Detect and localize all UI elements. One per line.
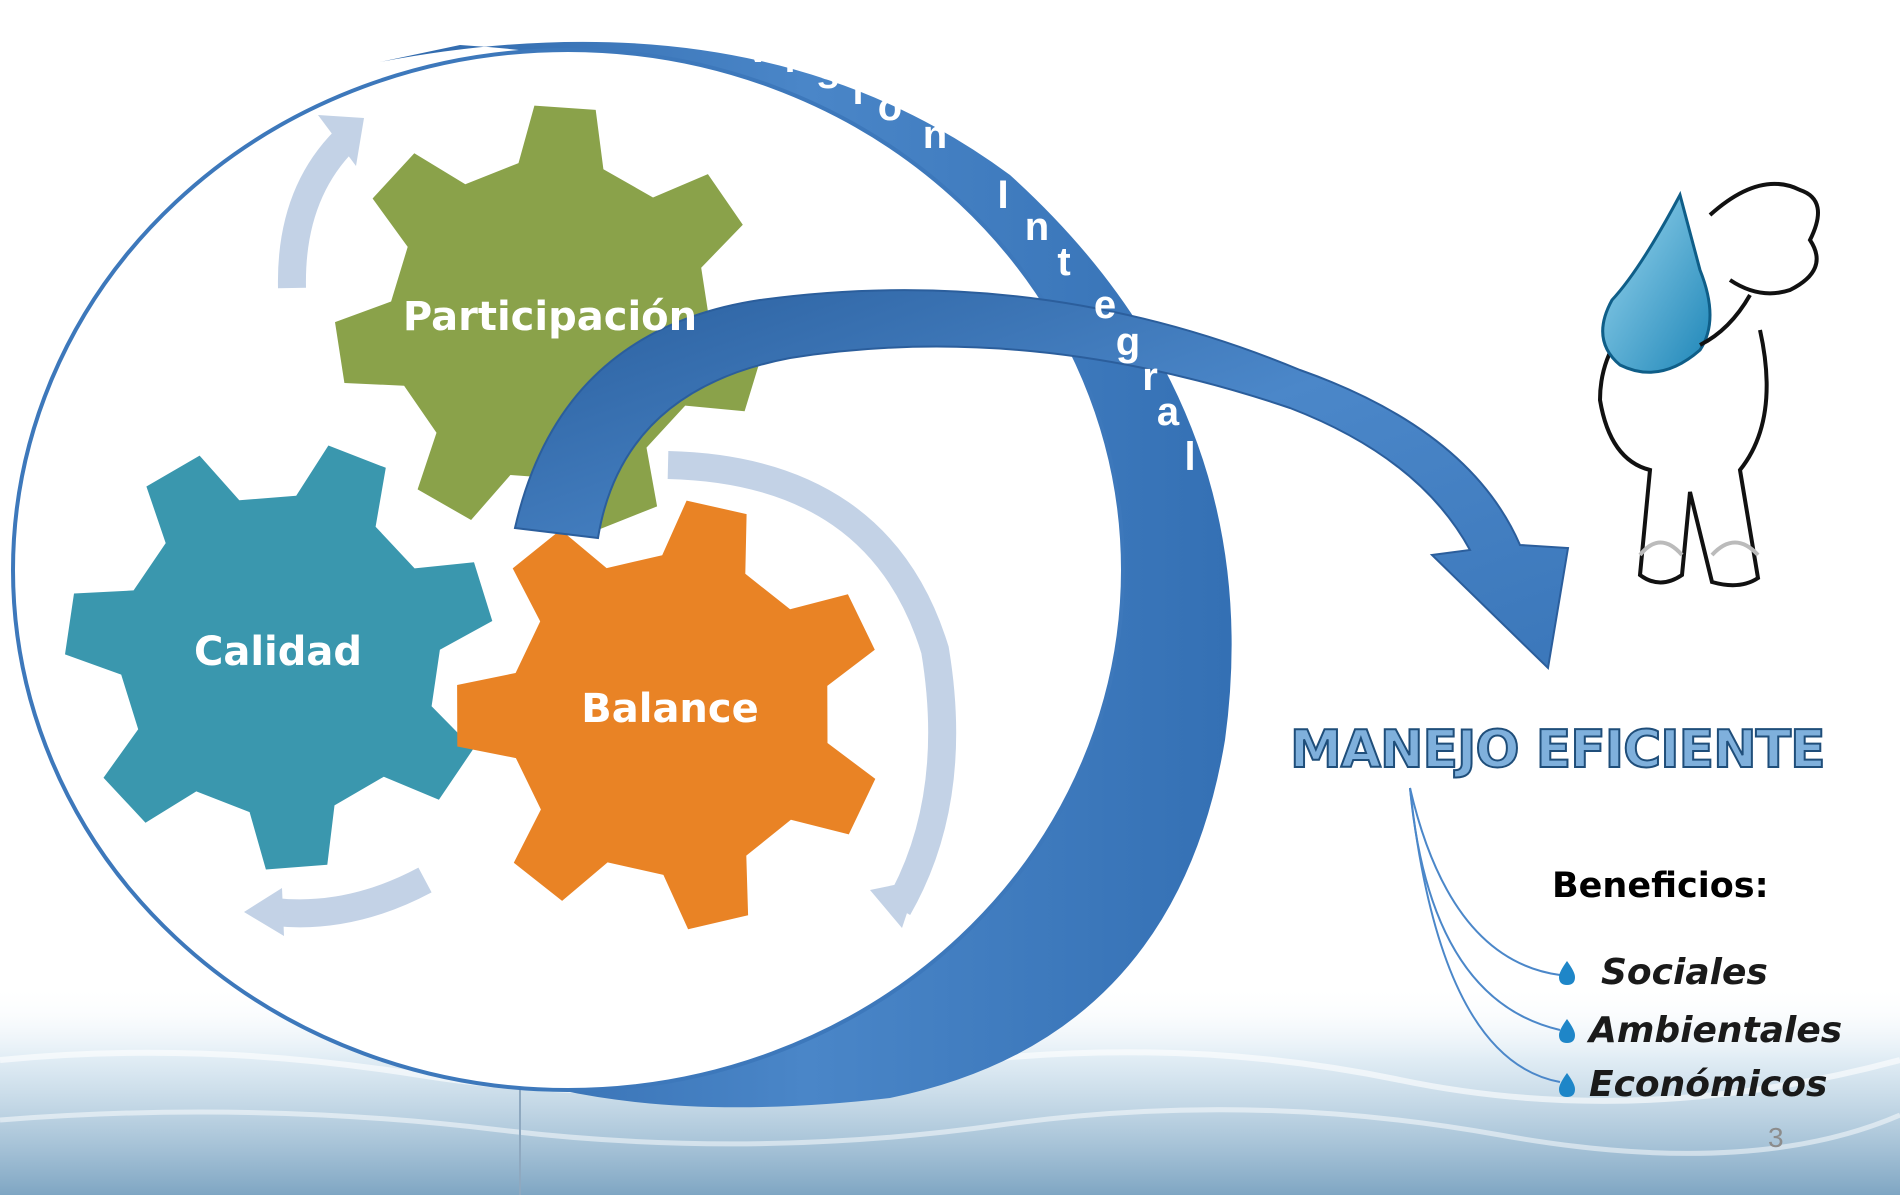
benefits-heading: Beneficios: <box>1552 866 1769 906</box>
arc-letter: r <box>1142 355 1158 399</box>
gear-balance <box>457 500 876 930</box>
arc-letter: V <box>745 27 772 71</box>
gear-label-participacion: Participación <box>403 294 697 340</box>
cycle-arrow-right <box>667 451 957 915</box>
water-drop-mascot-icon <box>1597 181 1820 588</box>
benefit-item: Sociales <box>1555 952 1768 993</box>
gear-calidad-shape <box>65 445 493 870</box>
benefit-connectors <box>1409 787 1561 1083</box>
water-ripple <box>0 1107 1900 1156</box>
mascot-arm <box>1699 294 1752 347</box>
connector-line <box>1409 787 1561 1083</box>
benefit-item: Ambientales <box>1555 1010 1842 1051</box>
arc-letter: g <box>1116 320 1140 364</box>
cycle-arrow-top <box>277 130 356 289</box>
water-drop-icon <box>1559 960 1575 985</box>
mascot-drop <box>1601 190 1712 374</box>
gear-label-balance: Balance <box>581 686 759 732</box>
gear-participacion-shape <box>335 105 763 530</box>
benefit-item: Económicos <box>1555 1064 1827 1105</box>
arc-letter: ó <box>878 85 902 129</box>
gear-label-calidad: Calidad <box>194 629 362 675</box>
arc-letter: e <box>1094 283 1116 327</box>
gear-balance-shape <box>457 500 876 930</box>
arc-letter: i <box>852 69 863 113</box>
arc-letter: l <box>1184 435 1195 479</box>
arc-letter: n <box>1025 205 1049 249</box>
cycle-arrow-bottom <box>273 867 432 928</box>
water-drop-icon <box>1559 1072 1575 1097</box>
arc-letter: I <box>997 173 1008 217</box>
benefit-label: Sociales <box>1601 952 1768 993</box>
water-drop-icon <box>1559 1018 1575 1043</box>
cycle-arrow-top-head <box>318 115 364 166</box>
cycle-arrow-right-head <box>870 880 918 928</box>
mascot-reflection <box>1638 540 1760 557</box>
gear-participacion <box>335 105 763 530</box>
gear-calidad <box>65 445 493 870</box>
arc-letter: i <box>784 37 795 81</box>
outcome-title: MANEJO EFICIENTE <box>1289 719 1827 781</box>
curved-arrow-to-outcome <box>513 289 1570 671</box>
arc-letter: a <box>1157 390 1180 434</box>
arc-letter: t <box>1057 240 1070 284</box>
mascot-head <box>1708 181 1820 296</box>
benefit-label: Económicos <box>1589 1064 1828 1105</box>
arc-letter: n <box>923 113 947 157</box>
arc-letter: s <box>817 53 839 97</box>
connector-line <box>1409 787 1561 976</box>
cycle-arrow-bottom-head <box>244 888 284 936</box>
benefit-label: Ambientales <box>1589 1010 1843 1051</box>
page-number: 3 <box>1768 1122 1784 1153</box>
